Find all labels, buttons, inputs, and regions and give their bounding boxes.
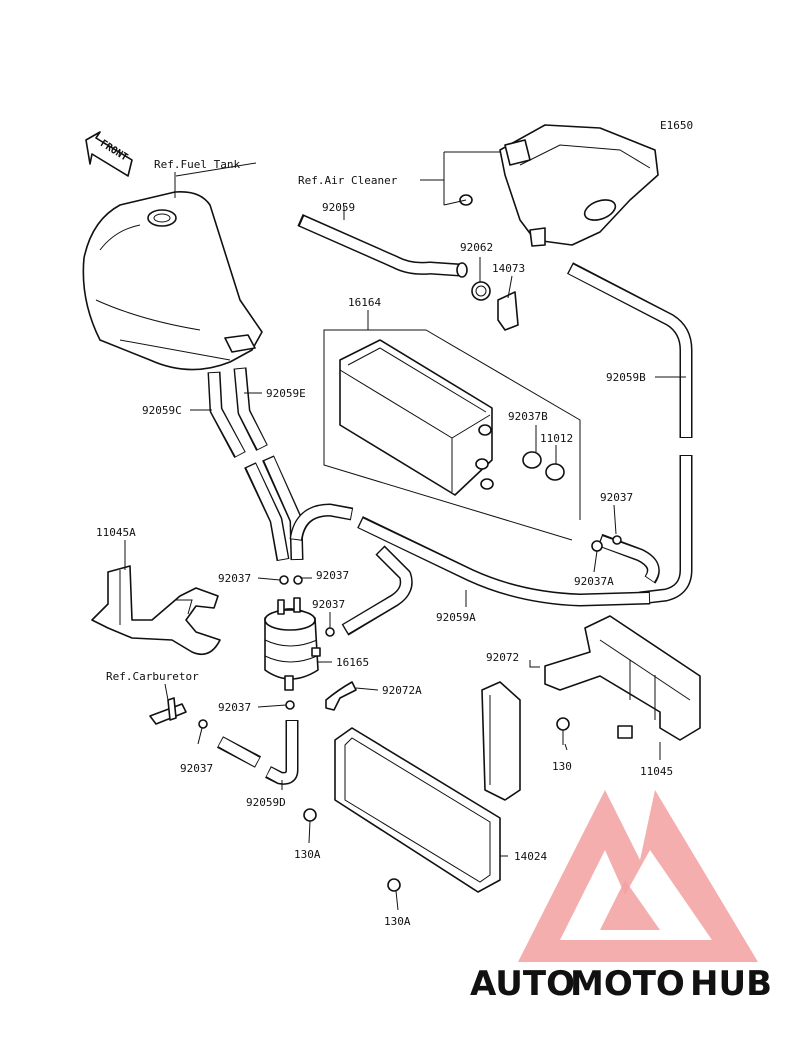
part-92062 <box>471 281 491 301</box>
diagram-code: E1650 <box>660 119 693 132</box>
label-92037-carb: 92037 <box>180 762 213 775</box>
label-92059: 92059 <box>322 201 355 214</box>
label-16164: 16164 <box>348 296 381 309</box>
label-11012: 11012 <box>540 432 573 445</box>
label-14073: 14073 <box>492 262 525 275</box>
hose-92059 <box>297 214 468 278</box>
label-92037-right: 92037 <box>600 491 633 504</box>
clamps <box>198 535 622 729</box>
label-130a-lower: 130A <box>384 915 411 928</box>
hose-92059c <box>207 371 290 562</box>
bracket-92072 <box>481 681 521 801</box>
logo-text-auto: AUTO <box>470 964 575 1004</box>
bolt-130 <box>556 717 570 745</box>
label-11045: 11045 <box>640 765 673 778</box>
label-92059e: 92059E <box>266 387 306 400</box>
bolt-130a-upper <box>303 808 317 822</box>
label-ref-air-cleaner: Ref.Air Cleaner <box>298 174 398 187</box>
label-130: 130 <box>552 760 572 773</box>
canister <box>339 339 494 496</box>
label-92072: 92072 <box>486 651 519 664</box>
label-92059a: 92059A <box>436 611 476 624</box>
bracket-11045a <box>91 565 221 656</box>
bracket-11045 <box>544 615 701 741</box>
part-11012 <box>522 451 565 481</box>
label-92037-center: 92037 <box>316 569 349 582</box>
label-92059c: 92059C <box>142 404 182 417</box>
label-92072a: 92072A <box>382 684 422 697</box>
hose-92059d <box>216 720 299 785</box>
label-14024: 14024 <box>514 850 547 863</box>
logo-text-moto: MOTO <box>570 964 685 1004</box>
label-16165: 16165 <box>336 656 369 669</box>
part-14073 <box>497 291 519 331</box>
leader-lines <box>124 151 686 911</box>
separator-16165 <box>264 597 321 691</box>
label-92059d: 92059D <box>246 796 286 809</box>
label-92037b: 92037B <box>508 410 548 423</box>
carburetor-tee-fitting <box>149 697 187 725</box>
label-92037a: 92037A <box>574 575 614 588</box>
hose-92059e <box>233 367 354 561</box>
label-92062: 92062 <box>460 241 493 254</box>
hose-92059a <box>341 533 660 636</box>
label-ref-carburetor: Ref.Carburetor <box>106 670 199 683</box>
bolt-130a-lower <box>387 878 401 892</box>
hose-92059b <box>357 262 693 607</box>
fuel-tank <box>82 172 263 371</box>
label-ref-fuel-tank: Ref.Fuel Tank <box>154 158 240 171</box>
cover-14024 <box>334 727 501 893</box>
air-cleaner <box>459 124 659 247</box>
logo-text-hub: HUB <box>690 964 772 1004</box>
automotohub-logo: AUTO MOTO HUB <box>470 790 772 1004</box>
label-92037-left: 92037 <box>218 572 251 585</box>
clip-92072a <box>325 681 357 711</box>
front-arrow-icon: FRONT <box>85 131 133 177</box>
label-92059b: 92059B <box>606 371 646 384</box>
label-92037-lower: 92037 <box>312 598 345 611</box>
label-92037-filter: 92037 <box>218 701 251 714</box>
label-11045a: 11045A <box>96 526 136 539</box>
label-130a-upper: 130A <box>294 848 321 861</box>
